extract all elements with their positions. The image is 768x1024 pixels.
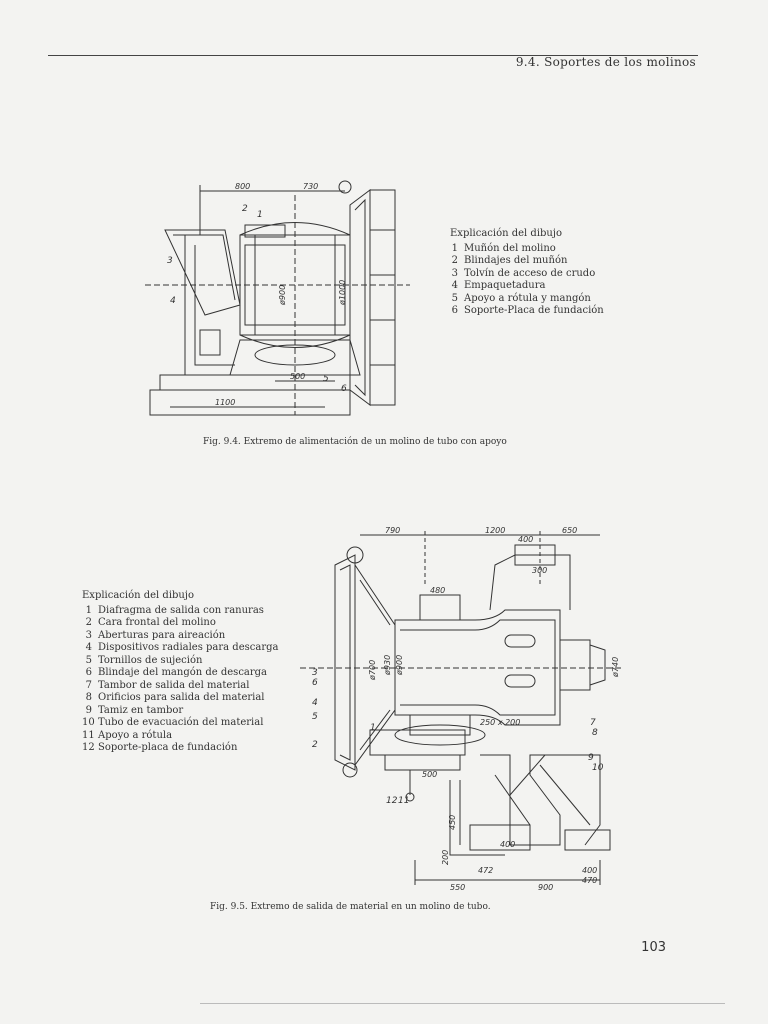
leader-3: 3 — [312, 668, 318, 678]
dim-1100: 1100 — [215, 398, 235, 407]
figure-9-5-caption: Fig. 9.5. Extremo de salida de material … — [210, 902, 491, 912]
dim-400-right: 400 — [582, 866, 597, 875]
leader-9: 9 — [588, 753, 594, 763]
dim-400-base: 400 — [500, 840, 515, 849]
leader-6: 6 — [312, 678, 318, 688]
dim-d900: ø900 — [395, 655, 404, 676]
leader-11: 11 — [398, 796, 409, 806]
leader-4: 4 — [312, 698, 318, 708]
dim-d1000: ø1000 — [338, 280, 347, 306]
dim-200: 200 — [441, 850, 450, 865]
leader-6: 6 — [341, 384, 347, 394]
page-number: 103 — [641, 940, 666, 955]
leader-1: 1 — [257, 210, 263, 220]
dim-500: 500 — [290, 372, 305, 381]
dim-d740: ø740 — [611, 657, 620, 678]
dim-730: 730 — [303, 182, 318, 191]
leader-2: 2 — [242, 204, 248, 214]
leader-3: 3 — [167, 256, 173, 266]
dim-300: 300 — [532, 566, 547, 575]
legend-title: Explicación del dibujo — [450, 228, 562, 239]
bottom-rule — [200, 1003, 725, 1004]
leader-5: 5 — [323, 374, 329, 384]
dim-800: 800 — [235, 182, 250, 191]
leader-7: 7 — [590, 718, 596, 728]
leader-2: 2 — [312, 740, 318, 750]
dim-550: 550 — [450, 883, 465, 892]
leader-8: 8 — [592, 728, 598, 738]
legend-title: Explicación del dibujo — [82, 590, 194, 601]
figure-9-5-drawing: 790 1200 650 ø700 ø900 ø930 ø740 480 400… — [300, 526, 622, 892]
header-rule — [48, 55, 698, 56]
dim-790: 790 — [385, 526, 400, 535]
dim-400-top: 400 — [518, 535, 533, 544]
dim-650: 650 — [562, 526, 577, 535]
leader-4: 4 — [170, 296, 176, 306]
leader-12: 12 — [386, 796, 398, 806]
section-title: 9.4. Soportes de los molinos — [515, 55, 696, 69]
leader-10: 10 — [592, 763, 604, 773]
leader-1: 1 — [370, 723, 376, 733]
leader-5: 5 — [312, 712, 318, 722]
dim-d900: ø900 — [278, 285, 287, 306]
dim-900: 900 — [538, 883, 553, 892]
dim-500: 500 — [422, 770, 437, 779]
dim-470: 470 — [582, 876, 597, 885]
figure-9-4-caption: Fig. 9.4. Extremo de alimentación de un … — [203, 437, 507, 447]
dim-472: 472 — [478, 866, 493, 875]
dim-450: 450 — [448, 815, 457, 830]
dim-1200: 1200 — [485, 526, 505, 535]
dim-d930: ø930 — [383, 655, 392, 676]
dim-480: 480 — [430, 586, 445, 595]
figure-9-4-drawing: 800 730 1100 500 ø900 ø1000 1 2 3 4 5 6 — [145, 180, 410, 416]
dim-250x200: 250 x 200 — [480, 718, 520, 727]
dim-d700: ø700 — [368, 660, 377, 681]
